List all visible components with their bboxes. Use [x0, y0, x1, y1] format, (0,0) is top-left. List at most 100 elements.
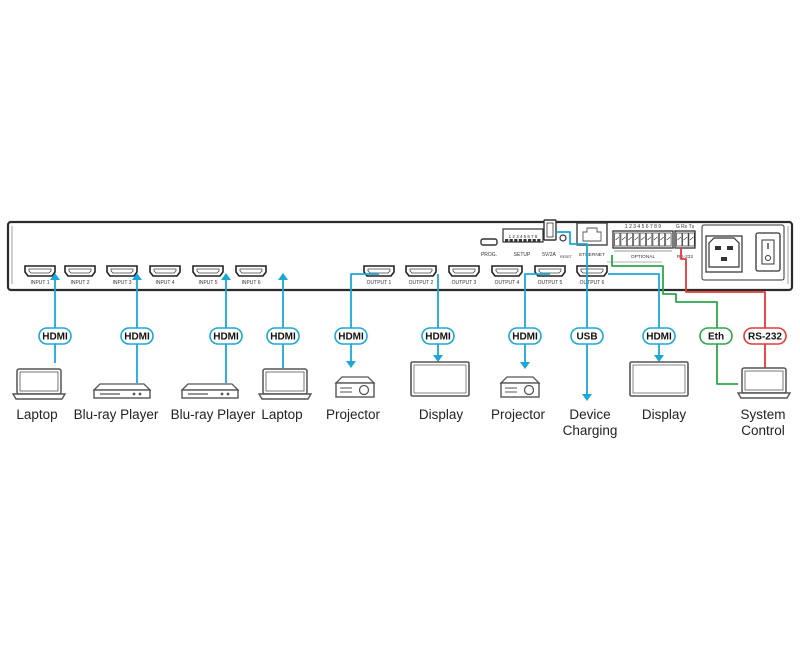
reset-button: RESET: [559, 234, 573, 259]
display-panel: [632, 364, 686, 394]
port-label: INPUT 3: [112, 280, 131, 286]
device-label: System: [740, 407, 785, 422]
laptop-base: [257, 393, 313, 400]
port-label: INPUT 6: [241, 280, 260, 286]
player-button: [226, 392, 230, 396]
terminal-slot: [676, 232, 683, 247]
rs232-terminals: [676, 232, 695, 247]
rj45-socket: [582, 227, 602, 242]
device-label: Laptop: [16, 407, 57, 422]
device-label: Control: [741, 423, 785, 438]
connected-devices: [11, 361, 792, 400]
tag-pill: [570, 327, 604, 345]
device-label: Blu-ray Player: [74, 407, 159, 422]
port-label: INPUT 5: [198, 280, 217, 286]
usb-a-tongue: [546, 222, 554, 238]
prog-label: PROG.: [481, 252, 497, 258]
port-label: OUTPUT 2: [409, 280, 434, 286]
hdmi-port-icon: [235, 265, 267, 277]
hdmi-input-port-3: INPUT 3: [106, 265, 138, 286]
terminal-slot: [620, 232, 627, 247]
projector-icon: [499, 376, 541, 398]
hdmi-input-port-4: INPUT 4: [149, 265, 181, 286]
prog-port: PROG.: [480, 238, 498, 258]
port-label: OUTPUT 3: [452, 280, 477, 286]
usb-power-port: 5V/2A: [542, 219, 557, 258]
rs232-terminal-block: G Rx Tx RS-232: [674, 224, 696, 260]
port-label: INPUT 2: [70, 280, 89, 286]
reset-label: RESET: [560, 255, 573, 259]
hdmi-port-socket: [452, 268, 476, 274]
laptop-icon: [736, 367, 792, 399]
optional-numbers: 1 2 3 4 5 6 7 8 9: [625, 224, 661, 230]
projector-top: [499, 376, 541, 384]
hdmi-input-port-1: INPUT 1: [24, 265, 56, 286]
connector-tag-1: HDMI: [38, 327, 72, 345]
terminal-slot: [633, 232, 640, 247]
ac-power-section: [701, 224, 785, 281]
tag-pill: [743, 327, 787, 345]
bluray-player-icon: [92, 383, 152, 399]
arrowhead-icon: [221, 273, 231, 280]
usb-charging-cable: [556, 231, 588, 395]
device-label: Projector: [326, 407, 381, 422]
iec-pin-ground: [721, 257, 727, 261]
terminal-screw: [621, 236, 626, 241]
tag-label: HDMI: [425, 332, 451, 343]
rs232-label: RS-232: [677, 254, 694, 260]
connector-tag-11: RS-232: [743, 327, 787, 345]
connector-tag-7: HDMI: [508, 327, 542, 345]
power-label: 5V/2A: [542, 252, 556, 258]
dip-key: [523, 239, 527, 242]
setup-dip-switch: 1 2 3 4 5 6 7 8 SETUP: [502, 228, 544, 258]
dip-key: [528, 239, 532, 242]
dip-key: [505, 239, 509, 242]
laptop-icon: [257, 368, 313, 400]
hdmi-port-socket: [196, 268, 220, 274]
arrowhead-icon: [50, 273, 60, 280]
port-label: OUTPUT 6: [580, 280, 605, 286]
connector-tag-6: HDMI: [421, 327, 455, 345]
hdmi-port-icon: [64, 265, 96, 277]
setup-numbers: 1 2 3 4 5 6 7 8: [509, 234, 538, 239]
connector-tag-2: HDMI: [120, 327, 154, 345]
arrowhead-icon: [132, 273, 142, 280]
hdmi-port-icon: [491, 265, 523, 277]
hdmi-output-port-1: OUTPUT 1: [363, 265, 395, 286]
laptop-base: [11, 393, 67, 400]
device-label: Charging: [563, 423, 618, 438]
projector-top: [334, 376, 376, 384]
device-label: Blu-ray Player: [171, 407, 256, 422]
hdmi-port-icon: [192, 265, 224, 277]
terminal-screw: [653, 236, 658, 241]
device-label: Display: [419, 407, 464, 422]
terminal-slot: [626, 232, 634, 247]
hdmi-port-socket: [409, 268, 433, 274]
player-button: [138, 392, 142, 396]
laptop-base: [736, 392, 792, 399]
port-label: OUTPUT 4: [495, 280, 520, 286]
iec-pin-left: [715, 246, 721, 250]
hdmi-port-socket: [495, 268, 519, 274]
hdmi-output-port-2: OUTPUT 2: [405, 265, 437, 286]
dip-key: [514, 239, 518, 242]
tag-pill: [120, 327, 154, 345]
bluray-player-icon: [180, 383, 240, 399]
tag-pill: [699, 327, 733, 345]
terminal-slot: [646, 232, 653, 247]
terminal-slot: [682, 232, 689, 247]
tag-label: HDMI: [270, 332, 296, 343]
laptop-display: [744, 370, 784, 391]
hdmi-port-icon: [106, 265, 138, 277]
rs232-cable: [680, 248, 766, 372]
player-button: [220, 392, 224, 396]
hdmi-input-port-5: INPUT 5: [192, 265, 224, 286]
hdmi-input-port-6: INPUT 6: [235, 265, 267, 286]
terminal-slot: [639, 232, 646, 247]
hdmi-port-socket: [153, 268, 177, 274]
hdmi-port-socket: [580, 268, 604, 274]
hdmi-port-socket: [367, 268, 391, 274]
arrowhead-icon: [520, 362, 530, 369]
tag-label: USB: [576, 332, 597, 343]
